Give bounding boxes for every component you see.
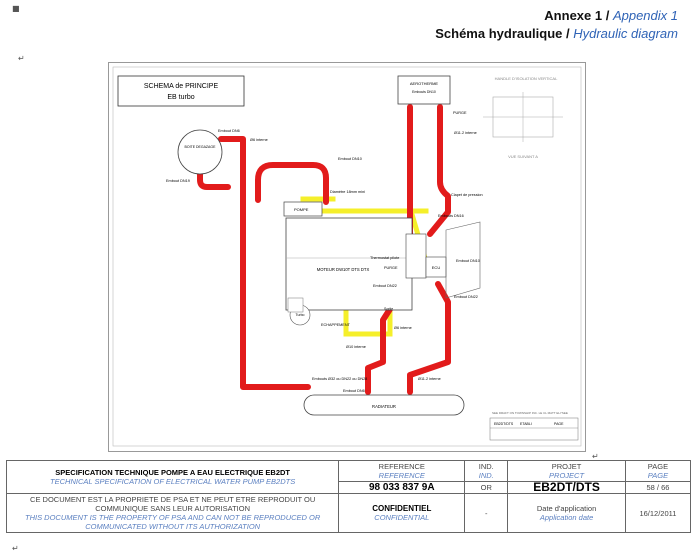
engine-block (285, 217, 413, 311)
label-diametre: Diamètre 18mm mini (330, 190, 365, 194)
reference-value: 98 033 837 9A (338, 481, 466, 494)
projet-label-en: PROJECT (549, 471, 585, 480)
ind-value: OR (464, 481, 509, 494)
schema-label: Schéma hydraulique / (435, 26, 574, 41)
spec-title-fr: SPECIFICATION TECHNIQUE POMPE A EAU ELEC… (55, 468, 291, 477)
pump (283, 201, 323, 217)
right-caption: VUE SUIVANT A (508, 154, 538, 159)
exhaust-part (287, 297, 304, 313)
confidentiel-fr: CONFIDENTIEL (372, 504, 432, 513)
label-d112-top: Ø11.2 interne (454, 131, 477, 135)
date-cell: Date d'application Application date (507, 493, 626, 533)
label-sortie: Sortie (384, 307, 393, 311)
paragraph-mark: ↵ (18, 54, 25, 63)
projet-value: EB2DT/DTS (507, 481, 626, 494)
red-hose (218, 136, 311, 390)
label-embouts-bottom: Embouts Ø32 ou DN22 ou DN28 (312, 377, 367, 381)
title-box (117, 75, 245, 107)
confidentiality-fr: CE DOCUMENT EST LA PROPRIETE DE PSA ET N… (30, 495, 316, 513)
label-d112-bottom: Ø11.2 interne (418, 377, 441, 381)
label-embout-dn6-bottom: Embout DN6 (343, 389, 365, 393)
label-embout-dn22-right: Embout DN22 (454, 295, 478, 299)
label-d6-b: Ø6 interne (394, 326, 412, 330)
radiator (303, 394, 465, 416)
spec-cell: SPECIFICATION TECHNIQUE POMPE A EAU ELEC… (5, 460, 340, 494)
label-d6: Ø6 interne (250, 138, 268, 142)
ecu-label: ECU (432, 265, 441, 270)
label-purge-mid: PURGE (384, 266, 398, 270)
pump-label: POMPE (294, 207, 309, 212)
label-embout-dn10-right: Embout DN10 (456, 259, 480, 263)
drawing-footer-note: SEE DRAFT ON TOWNSHIP INC. LE CL MATT EL… (492, 411, 568, 415)
ind-label-fr: IND. (478, 462, 494, 471)
page-label-en: PAGE (647, 471, 669, 480)
diagram-title: SCHEMA de PRINCIPE (144, 83, 219, 90)
annex-label: Annexe 1 / (544, 8, 613, 23)
diagram-svg: SCHEMA de PRINCIPE EB turbo HANDLE D'ISO… (108, 62, 586, 452)
thermostat-housing (405, 233, 427, 279)
confidentiality-cell: CE DOCUMENT EST LA PROPRIETE DE PSA ET N… (5, 493, 340, 533)
label-embout-dn19: Embout DN19 (166, 179, 190, 183)
ind-dash: - (464, 493, 509, 533)
right-header-label: HANDLE D'ISOLATION VERTICAL (495, 76, 558, 81)
page-header: PAGE PAGE (624, 460, 692, 482)
exhaust-label: ECHAPPEMENT (321, 323, 351, 327)
date-label-en: Application date (539, 513, 594, 522)
paragraph-mark: ↵ (592, 452, 599, 461)
diagram-inner-frame (112, 66, 582, 447)
engine-label: MOTEUR DW10T DTS DTX (317, 267, 370, 272)
anchor-mark: ■ (12, 4, 20, 13)
label-embout-dn22: Embout DN22 (373, 284, 397, 288)
degassing-box (177, 129, 223, 175)
label-thermostat: Thermostat pilote (370, 256, 399, 260)
confidentiality-en: THIS DOCUMENT IS THE PROPERTY OF PSA AND… (24, 513, 321, 531)
heater-embout-label: Embouts DN10 (412, 90, 436, 94)
date-value: 16/12/2011 (624, 493, 692, 533)
title-block-mid: ETABLI (520, 422, 532, 426)
projet-label-fr: PROJET (551, 462, 582, 471)
label-purge-top: PURGE (453, 111, 467, 115)
diagram-label: Hydraulic diagram (573, 26, 678, 41)
degassing-label: BOITE DEGAZAGE (185, 145, 217, 149)
hydraulic-diagram: SCHEMA de PRINCIPE EB turbo HANDLE D'ISO… (108, 62, 586, 452)
appendix-label: Appendix 1 (612, 8, 678, 23)
title-block-left: EB2DT/DTS (494, 422, 514, 426)
spec-title-en: TECHNICAL SPECIFICATION OF ELECTRICAL WA… (50, 477, 296, 486)
reference-label-fr: REFERENCE (378, 462, 425, 471)
title-block-right: PAGE (554, 422, 564, 426)
ind-label-en: IND. (478, 471, 494, 480)
confidentiel-en: CONFIDENTIAL (374, 513, 430, 522)
label-embout-dn6: Embout DN6 (218, 129, 240, 133)
annex-heading: Annexe 1 / Appendix 1 (544, 8, 678, 23)
red-hose (197, 169, 231, 190)
heater-label: AEROTHERME (410, 81, 439, 86)
reference-label-en: REFERENCE (378, 471, 425, 480)
diagram-subtitle: EB turbo (167, 94, 194, 101)
schema-heading: Schéma hydraulique / Hydraulic diagram (435, 26, 678, 41)
projet-header: PROJET PROJECT (507, 460, 626, 482)
yellow-hose (343, 307, 393, 337)
pressure-valve-outline (445, 221, 481, 299)
heater-core (397, 75, 451, 105)
paragraph-mark: ↵ (12, 544, 19, 553)
red-hose (255, 162, 329, 205)
red-hose (427, 104, 451, 237)
reference-header: REFERENCE REFERENCE (338, 460, 466, 482)
page-label-fr: PAGE (647, 462, 669, 471)
date-label-fr: Date d'application (536, 504, 597, 513)
radiator-label: RADIATEUR (372, 404, 396, 409)
page-value: 58 / 66 (624, 481, 692, 494)
label-d10: Ø10 interne (346, 345, 366, 349)
drawing-title-block (489, 417, 579, 441)
confidentiel-cell: CONFIDENTIEL CONFIDENTIAL (338, 493, 466, 533)
ind-header: IND. IND. (464, 460, 509, 482)
turbo-label: Turbo (295, 313, 304, 317)
label-embout-dn10: Embout DN10 (338, 157, 362, 161)
label-clapet: Clapet de pression (451, 193, 483, 197)
document-footer: SPECIFICATION TECHNIQUE POMPE A EAU ELEC… (5, 460, 692, 533)
red-hose (407, 281, 451, 395)
label-embouts-dn16: Embouts DN16 (438, 214, 464, 218)
